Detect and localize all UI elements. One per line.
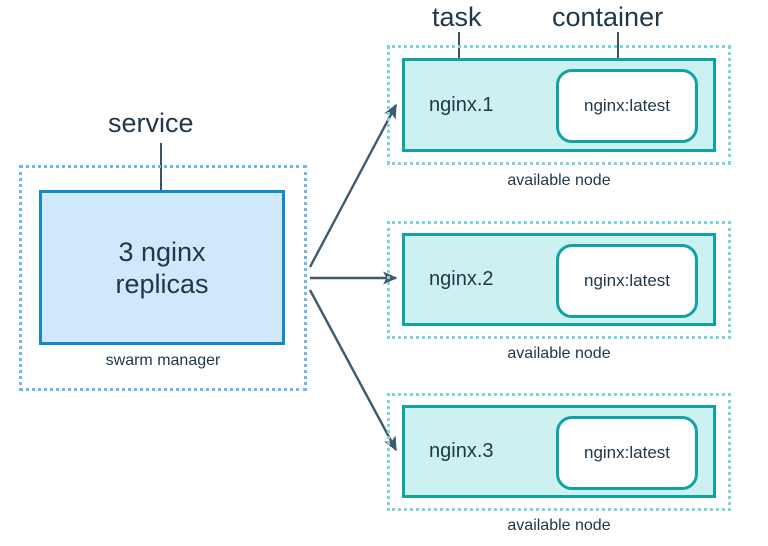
callout-label-task: task	[432, 2, 482, 32]
swarm-manager-boundary	[19, 165, 307, 391]
swarm-manager-caption: swarm manager	[105, 352, 221, 369]
callout-label-service: service	[108, 108, 194, 138]
container-box-2[interactable]: nginx:latest	[556, 244, 698, 318]
container-image-label-3: nginx:latest	[584, 443, 670, 462]
container-box-3[interactable]: nginx:latest	[556, 416, 698, 490]
container-image-label-2: nginx:latest	[584, 271, 670, 290]
service-box[interactable]: 3 nginx replicas	[39, 190, 285, 345]
task-name-label-1: nginx.1	[429, 93, 494, 116]
available-node-caption-3: available node	[507, 517, 611, 534]
arrow-to-node-1	[308, 103, 398, 268]
task-box-1[interactable]: nginx.1 nginx:latest	[402, 58, 716, 152]
container-image-label-1: nginx:latest	[584, 96, 670, 115]
available-node-caption-1: available node	[507, 172, 611, 189]
container-box-1[interactable]: nginx:latest	[556, 69, 698, 143]
callout-leader-service	[160, 143, 162, 228]
arrow-to-node-3	[308, 289, 398, 452]
available-node-caption-2: available node	[507, 345, 611, 362]
available-node-boundary-3	[387, 393, 731, 511]
service-label: 3 nginx replicas	[115, 236, 209, 299]
task-box-3[interactable]: nginx.3 nginx:latest	[402, 405, 716, 498]
callout-label-container: container	[552, 2, 664, 32]
available-node-boundary-1	[387, 45, 731, 165]
available-node-boundary-2	[387, 221, 731, 339]
task-name-label-2: nginx.2	[429, 268, 494, 290]
task-name-label-3: nginx.3	[429, 440, 494, 462]
task-box-2[interactable]: nginx.2 nginx:latest	[402, 233, 716, 326]
